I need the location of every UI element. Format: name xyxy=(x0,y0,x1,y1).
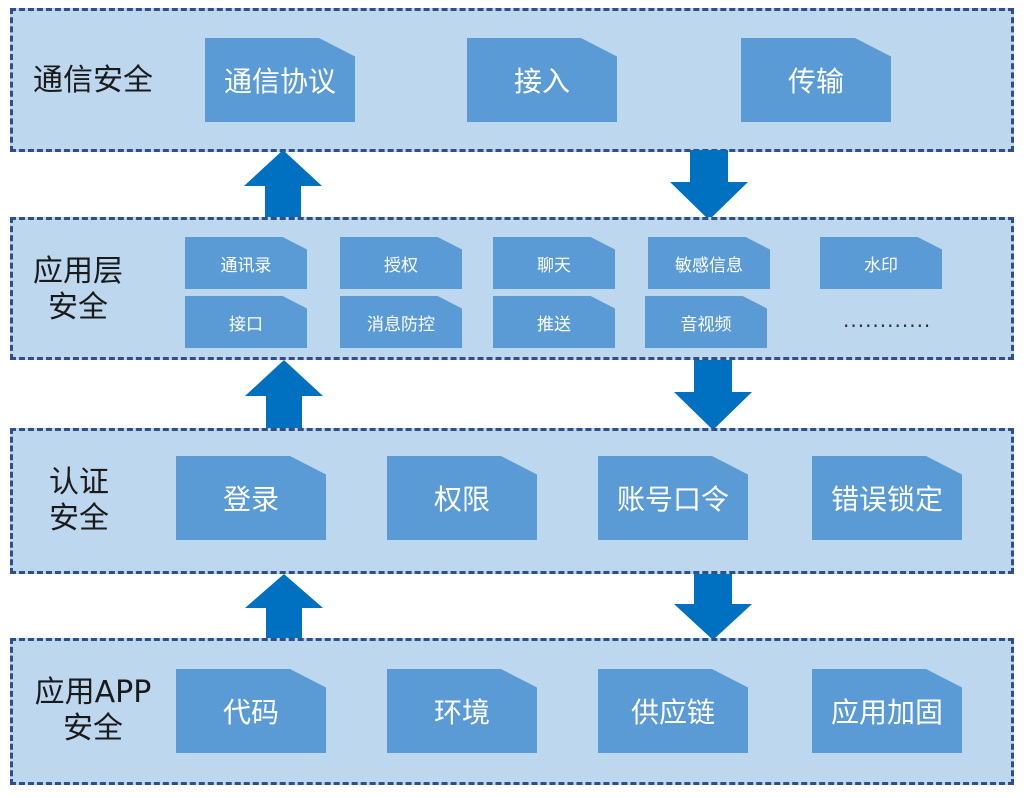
box-message-control: 消息防控 xyxy=(340,296,462,348)
box-authorization: 授权 xyxy=(340,237,462,289)
box-supply-chain: 供应链 xyxy=(598,669,748,753)
box-permission: 权限 xyxy=(387,456,537,540)
arrow-up-icon xyxy=(244,150,322,220)
layer-label: 通信安全 xyxy=(33,63,153,98)
box-error-lockout: 错误锁定 xyxy=(812,456,962,540)
arrow-down-icon xyxy=(674,360,752,430)
box-contacts: 通讯录 xyxy=(185,237,307,289)
box-login: 登录 xyxy=(176,456,326,540)
arrow-down-icon xyxy=(674,574,752,640)
layer-communication-security: 通信安全 通信协议 接入 传输 xyxy=(10,8,1014,152)
box-audio-video: 音视频 xyxy=(645,296,767,348)
layer-label: 应用APP 安全 xyxy=(34,675,152,746)
box-interface: 接口 xyxy=(185,296,307,348)
arrow-up-icon xyxy=(245,574,323,640)
box-push: 推送 xyxy=(493,296,615,348)
arrow-up-icon xyxy=(245,360,323,430)
box-chat: 聊天 xyxy=(493,237,615,289)
box-access: 接入 xyxy=(467,38,617,122)
layer-label: 应用层 安全 xyxy=(33,254,123,325)
box-app-hardening: 应用加固 xyxy=(812,669,962,753)
box-watermark: 水印 xyxy=(820,237,942,289)
layer-authentication-security: 认证 安全 登录 权限 账号口令 错误锁定 xyxy=(10,428,1014,574)
box-communication-protocol: 通信协议 xyxy=(205,38,355,122)
box-sensitive-info: 敏感信息 xyxy=(648,237,770,289)
arrow-down-icon xyxy=(670,150,748,220)
box-environment: 环境 xyxy=(387,669,537,753)
layer-label: 认证 安全 xyxy=(49,465,109,536)
box-code: 代码 xyxy=(176,669,326,753)
layer-app-security: 应用APP 安全 代码 环境 供应链 应用加固 xyxy=(10,638,1014,785)
layer-application-security: 应用层 安全 通讯录 授权 聊天 敏感信息 水印 接口 消息防控 推送 音视频 … xyxy=(10,217,1014,360)
more-ellipsis: ............ xyxy=(843,308,932,332)
box-transmission: 传输 xyxy=(741,38,891,122)
box-account-password: 账号口令 xyxy=(598,456,748,540)
